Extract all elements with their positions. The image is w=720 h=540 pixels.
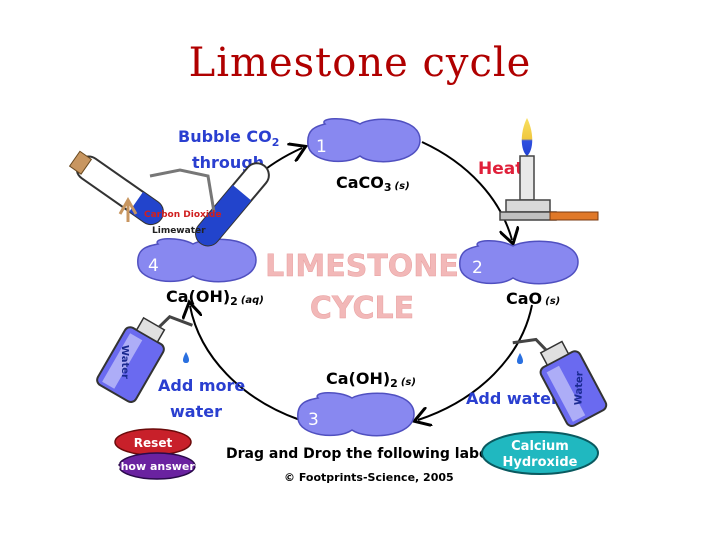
formula-state: (s)	[401, 377, 416, 388]
svg-text:CaCO3(s): CaCO3(s)	[336, 173, 410, 194]
show-answers-button[interactable]: Show answers	[113, 452, 202, 480]
drop-zone-1[interactable]: 1	[307, 118, 421, 163]
drop-zone-2[interactable]: 2	[459, 240, 579, 285]
drop-zone-4-number: 4	[148, 256, 159, 276]
bubble-subscript: 2	[272, 136, 280, 149]
water-drop-left	[183, 352, 189, 363]
water-bottle-right-label: Water	[573, 371, 585, 405]
svg-text:Ca(OH)2(s): Ca(OH)2(s)	[326, 369, 416, 390]
formula-text: Ca(OH)	[166, 287, 230, 306]
step-1-formula: CaCO3(s)	[336, 173, 410, 194]
svg-text:Bubble CO2: Bubble CO2	[178, 127, 279, 149]
formula-subscript: 3	[384, 181, 392, 194]
bunsen-burner-icon	[499, 118, 599, 221]
step-4-formula: Ca(OH)2(aq)	[166, 287, 264, 308]
drop-zone-2-number: 2	[472, 258, 483, 278]
show-answers-button-label: Show answers	[113, 460, 202, 473]
add-water-label: Add water	[466, 389, 559, 408]
bubble-co2-label: Bubble CO2 through	[178, 127, 279, 172]
water-bottle-left-icon: Water	[96, 315, 193, 403]
reset-button-label: Reset	[134, 436, 173, 450]
add-more-water-line1: Add more	[158, 376, 245, 395]
cycle-arrow-1-to-2	[421, 141, 512, 240]
draggable-label-calcium-hydroxide[interactable]: Calcium Hydroxide	[481, 431, 599, 475]
water-drop-right	[517, 353, 523, 364]
svg-text:CaO(s): CaO(s)	[506, 289, 560, 308]
formula-state: (aq)	[241, 295, 264, 306]
center-title-line1: LIMESTONE	[265, 249, 459, 284]
draggable-label-line2: Hydroxide	[503, 455, 578, 470]
draggable-label-line1: Calcium	[511, 439, 569, 454]
reset-button[interactable]: Reset	[114, 428, 192, 456]
formula-state: (s)	[395, 181, 410, 192]
formula-text: Ca(OH)	[326, 369, 390, 388]
formula-text: CaCO	[336, 173, 384, 192]
drop-zone-1-number: 1	[316, 137, 327, 157]
page-title: Limestone cycle	[188, 40, 532, 86]
step-2-formula: CaO(s)	[506, 289, 560, 308]
carbon-dioxide-label: Carbon Dioxide	[144, 210, 221, 220]
formula-state: (s)	[545, 296, 560, 307]
bubble-through: through	[192, 153, 264, 172]
add-more-water-line2: water	[170, 402, 222, 421]
cycle-arrow-2-to-3	[418, 304, 533, 420]
limewater-label: Limewater	[152, 226, 206, 236]
bubble-text: Bubble CO	[178, 127, 272, 146]
svg-text:Ca(OH)2(aq): Ca(OH)2(aq)	[166, 287, 264, 308]
instruction-text: Drag and Drop the following labels :	[226, 446, 512, 462]
drop-zone-3[interactable]: 3	[297, 392, 415, 437]
formula-text: CaO	[506, 289, 542, 308]
step-3-formula: Ca(OH)2(s)	[326, 369, 416, 390]
test-tube-icon	[68, 150, 270, 247]
cycle-arrow-3-to-4	[190, 306, 301, 421]
drop-zone-4[interactable]: 4	[137, 238, 257, 283]
formula-subscript: 2	[390, 377, 398, 390]
heat-label: Heat	[478, 159, 523, 179]
water-bottle-left-label: Water	[119, 345, 130, 379]
drop-zone-3-number: 3	[308, 410, 319, 430]
center-title-line2: CYCLE	[310, 291, 414, 326]
formula-subscript: 2	[230, 295, 238, 308]
copyright-text: © Footprints-Science, 2005	[284, 471, 454, 484]
water-bottle-right-icon: Water	[512, 337, 608, 427]
